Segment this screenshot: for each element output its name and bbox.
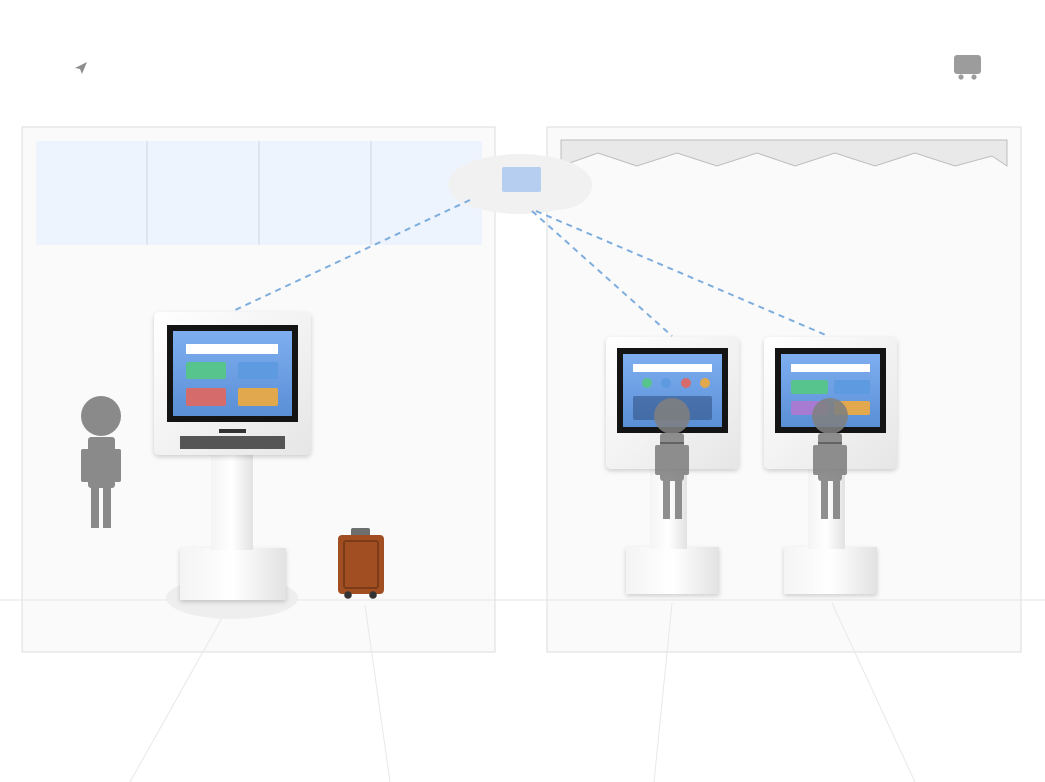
person-at-kiosk-1 (654, 398, 690, 519)
check-in-kiosk (154, 312, 311, 619)
connection-lines (232, 199, 829, 337)
cloud-server (448, 154, 592, 214)
awning (560, 139, 1008, 167)
screen-button-green (791, 380, 828, 394)
connection-line (535, 210, 829, 337)
screen-button-blue (238, 362, 278, 379)
screen-button-orange (238, 388, 278, 406)
kiosk-keyboard (180, 436, 285, 449)
screen-button-red (186, 388, 226, 406)
screen-button-blue (834, 380, 870, 394)
person-at-kiosk-2 (812, 398, 848, 519)
window-strip (36, 141, 482, 245)
connection-line (531, 210, 673, 337)
luggage-cart-icon (954, 55, 981, 80)
perspective-lines (129, 602, 916, 782)
suitcase (338, 528, 384, 599)
plane-icon (75, 62, 87, 74)
person-waiting (81, 396, 121, 528)
screen-button-green (186, 362, 226, 379)
